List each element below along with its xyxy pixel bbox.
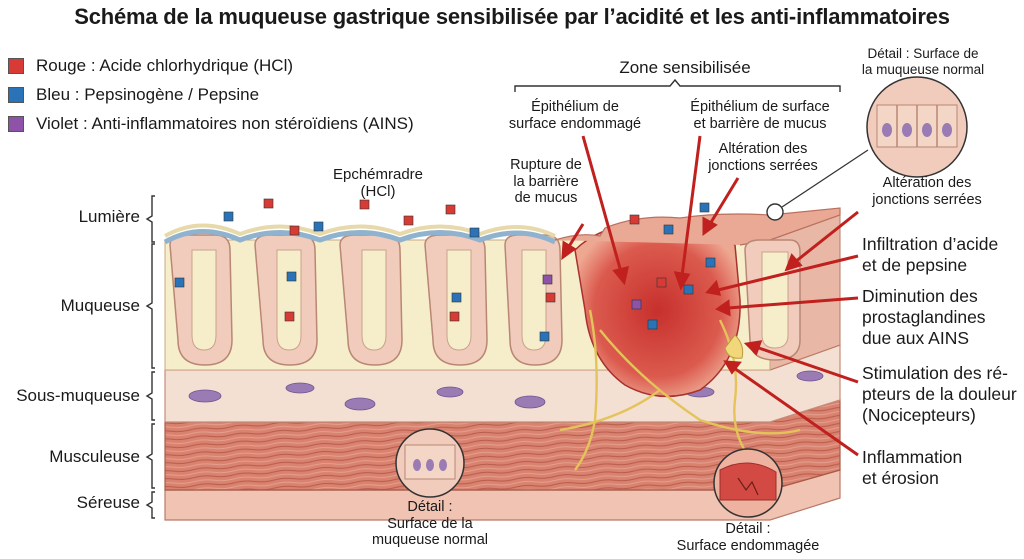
surface-epithelium-label: Épithélium de surface et barrière de muc…: [670, 99, 850, 132]
right-infiltration-line1: Infiltration d’acide: [862, 234, 999, 254]
junction-alteration-line1: Altération des: [718, 141, 808, 157]
particles: [174, 198, 716, 342]
annotation-arrows: [561, 135, 859, 457]
detail-circle-bottom: [713, 448, 783, 518]
mucus-rupture-line3: de mucus: [514, 190, 578, 207]
right-junctions-line2: jonctions serrées: [872, 191, 982, 208]
damaged-epithelium-label: Épithélium de surface endommagé: [500, 99, 650, 132]
zone-label: Zone sensibilisée: [619, 58, 751, 77]
right-prostaglandins-line3: due aux AINS: [862, 328, 970, 348]
zone-bracket: [514, 78, 841, 92]
legend-item-pepsin: Bleu : Pepsinogène / Pepsine: [8, 83, 259, 107]
hcl-label-line2: (HCl): [360, 183, 396, 201]
hcl-label-line1: Epchémradre: [332, 166, 424, 183]
right-label-inflammation: Inflammation et érosion: [862, 447, 1022, 489]
detail-bottom-line1: Détail :: [725, 521, 771, 537]
mucus-rupture-label: Rupture de la barrière de mucus: [500, 157, 592, 207]
legend-item-nsaid: Violet : Anti-inflammatoires non stéroïd…: [8, 112, 414, 136]
detail-top-label: Détail : Surface de la muqueuse normal: [848, 46, 998, 77]
damaged-epithelium-line1: Épithélium de: [531, 99, 619, 115]
layer-label-lumen: Lumière: [78, 207, 140, 226]
surface-epithelium-line2: et barrière de mucus: [693, 115, 827, 132]
legend-item-hcl: Rouge : Acide chlorhydrique (HCl): [8, 54, 293, 78]
mucus-rupture-line1: Rupture de: [510, 157, 582, 173]
right-label-infiltration: Infiltration d’acide et de pepsine: [862, 234, 1022, 276]
right-label-junctions: Altération des jonctions serrées: [852, 175, 1002, 208]
purple-square-icon: [8, 116, 24, 132]
right-pain-line3: (Nocicepteurs): [862, 405, 976, 425]
detail-left-line1: Détail :: [407, 499, 453, 515]
layer-label-serosa: Séreuse: [76, 493, 140, 512]
hcl-label: Epchémradre (HCl): [318, 166, 438, 201]
layer-brackets: [145, 195, 155, 519]
layer-label-mucosa: Muqueuse: [60, 296, 140, 315]
detail-bottom-label: Détail : Surface endommagée: [658, 521, 838, 554]
page-title: Schéma de la muqueuse gastrique sensibil…: [74, 4, 950, 29]
right-infiltration-line2: et de pepsine: [862, 255, 968, 275]
right-prostaglandins-line1: Diminution des: [862, 286, 978, 306]
detail-top-line1: Détail : Surface de: [867, 46, 979, 61]
detail-bottom-line2: Surface endommagée: [676, 537, 820, 554]
mucus-layer: [163, 229, 557, 245]
submucosa-cells: [188, 370, 824, 411]
layer-label-submucosa: Sous-muqueuse: [16, 386, 140, 405]
nociceptor-icon: [724, 334, 744, 359]
junction-alteration-label: Altération des jonctions serrées: [688, 141, 838, 174]
damaged-epithelium-line2: surface endommagé: [508, 115, 642, 132]
right-label-prostaglandins: Diminution des prostaglandines due aux A…: [862, 286, 1022, 349]
right-inflammation-line1: Inflammation: [862, 447, 963, 467]
legend-label-hcl: Rouge : Acide chlorhydrique (HCl): [36, 56, 294, 75]
right-prostaglandins-line2: prostaglandines: [862, 307, 986, 327]
legend-label-nsaid: Violet : Anti-inflammatoires non stéroïd…: [36, 114, 414, 133]
layer-label-muscularis: Musculeuse: [49, 447, 140, 466]
detail-left-line2: Surface de la: [387, 515, 473, 532]
blue-square-icon: [8, 87, 24, 103]
junction-alteration-line2: jonctions serrées: [708, 157, 818, 174]
detail-circle-top: [866, 76, 968, 178]
red-square-icon: [8, 58, 24, 74]
right-inflammation-line2: et érosion: [862, 468, 939, 488]
right-pain-line1: Stimulation des ré-: [862, 363, 1008, 383]
surface-epithelium-line1: Épithélium de surface: [690, 99, 830, 115]
detail-circle-left: [395, 428, 465, 498]
mucus-rupture-line2: la barrière: [513, 173, 579, 190]
right-pain-line2: pteurs de la douleur: [862, 384, 1017, 404]
right-junctions-line1: Altération des: [882, 175, 972, 191]
detail-top-line2: la muqueuse normal: [861, 61, 985, 77]
detail-left-label: Détail : Surface de la muqueuse normal: [355, 499, 505, 549]
right-label-pain: Stimulation des ré- pteurs de la douleur…: [862, 363, 1022, 426]
pit-lumens: [191, 249, 547, 351]
legend-label-pepsin: Bleu : Pepsinogène / Pepsine: [36, 85, 260, 104]
detail-left-line3: muqueuse normal: [371, 532, 489, 549]
